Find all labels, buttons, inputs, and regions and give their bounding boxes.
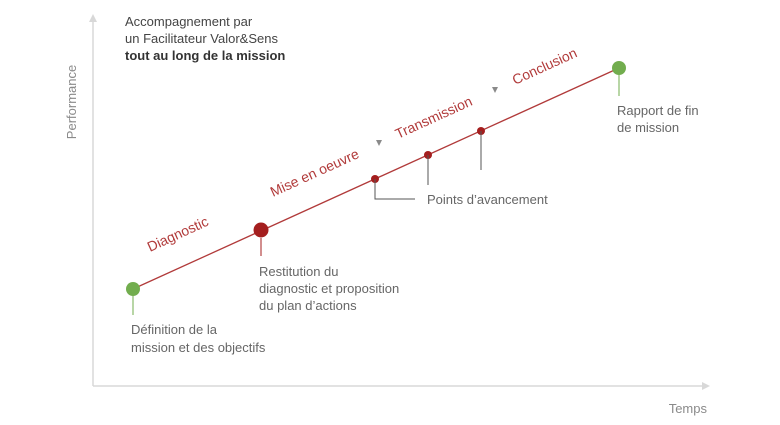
definition-milestone-dot bbox=[126, 282, 140, 296]
restitution-label-line-1: Restitution du bbox=[259, 264, 339, 279]
phase-diagnostic: Diagnostic bbox=[145, 213, 211, 255]
rapport-label-line-1: Rapport de fin bbox=[617, 103, 699, 118]
phase-conclusion: Conclusion bbox=[510, 44, 580, 87]
separator-arrow-2 bbox=[492, 87, 498, 93]
rapport-milestone-dot bbox=[612, 61, 626, 75]
rapport-label-line-2: de mission bbox=[617, 120, 679, 135]
definition-label-line-1: Définition de la bbox=[131, 322, 218, 337]
definition-label-line-2: mission et des objectifs bbox=[131, 340, 266, 355]
y-axis-label: Performance bbox=[64, 65, 79, 139]
title-line-3: tout au long de la mission bbox=[125, 48, 285, 63]
y-axis-arrow bbox=[89, 14, 97, 22]
restitution-label-line-2: diagnostic et proposition bbox=[259, 281, 399, 296]
restitution-milestone-dot bbox=[253, 222, 269, 238]
phase-transmission: Transmission bbox=[393, 93, 475, 142]
title-line-1: Accompagnement par bbox=[125, 14, 253, 29]
restitution-label-line-3: du plan d’actions bbox=[259, 298, 357, 313]
title-line-2: un Facilitateur Valor&Sens bbox=[125, 31, 278, 46]
points-label: Points d’avancement bbox=[427, 192, 548, 207]
checkpoint-bracket bbox=[374, 179, 415, 200]
x-axis-label: Temps bbox=[669, 401, 708, 416]
x-axis-arrow bbox=[702, 382, 710, 390]
separator-arrow-1 bbox=[376, 140, 382, 146]
